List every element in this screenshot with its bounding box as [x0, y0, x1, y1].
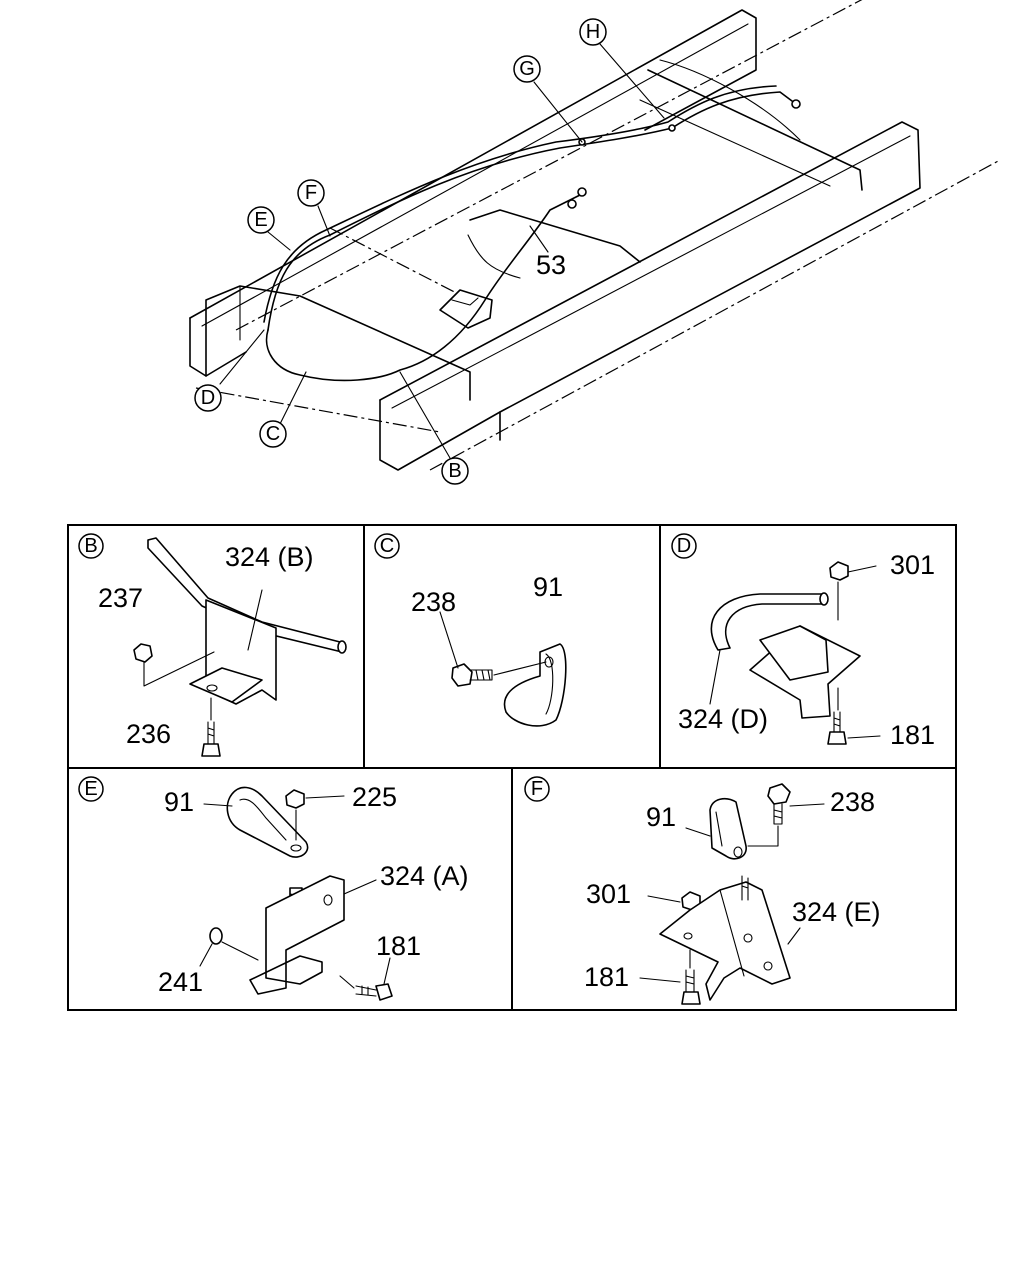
label-237: 237	[98, 583, 143, 613]
label-241: 241	[158, 967, 203, 997]
part-label-53: 53	[536, 250, 566, 280]
callout-G: G	[513, 55, 541, 83]
label-324B: 324 (B)	[225, 542, 314, 572]
chassis-frame	[189, 0, 1001, 471]
svg-text:B: B	[84, 535, 97, 557]
svg-text:C: C	[380, 535, 394, 557]
svg-text:H: H	[586, 21, 600, 43]
panel-E: E 91 225 324 (A) 241 181	[78, 776, 469, 1001]
label-91: 91	[646, 802, 676, 832]
svg-text:B: B	[448, 460, 461, 482]
label-91: 91	[164, 787, 194, 817]
label-238: 238	[411, 587, 456, 617]
label-91: 91	[533, 572, 563, 602]
svg-text:D: D	[677, 535, 691, 557]
label-324A: 324 (A)	[380, 861, 469, 891]
label-301: 301	[890, 550, 935, 580]
label-238: 238	[830, 787, 875, 817]
callout-F: F	[297, 179, 325, 207]
label-225: 225	[352, 782, 397, 812]
callout-H: H	[579, 18, 607, 46]
detail-panels-grid	[67, 524, 957, 1011]
label-181: 181	[584, 962, 629, 992]
label-236: 236	[126, 719, 171, 749]
panel-C: C 238 91	[374, 533, 567, 727]
label-181: 181	[890, 720, 935, 750]
svg-text:F: F	[305, 182, 317, 204]
label-301: 301	[586, 879, 631, 909]
svg-text:E: E	[254, 209, 267, 231]
brake-cable-routing	[263, 85, 801, 382]
callout-C: C	[259, 420, 287, 448]
callout-E: E	[247, 206, 275, 234]
label-324E: 324 (E)	[792, 897, 881, 927]
svg-text:G: G	[519, 58, 535, 80]
svg-text:F: F	[531, 778, 543, 800]
callout-B: B	[441, 457, 469, 485]
svg-text:C: C	[266, 423, 280, 445]
svg-text:E: E	[84, 778, 97, 800]
panel-F: F 91 238 301 324 (E) 181	[524, 776, 881, 1005]
panel-B: B 324 (B) 237 236	[78, 533, 347, 757]
label-181: 181	[376, 931, 421, 961]
label-324D: 324 (D)	[678, 704, 768, 734]
overview-leaders	[219, 43, 665, 459]
panel-D: D 301 324 (D) 181	[671, 533, 935, 750]
callout-D: D	[194, 384, 222, 412]
svg-text:D: D	[201, 387, 215, 409]
